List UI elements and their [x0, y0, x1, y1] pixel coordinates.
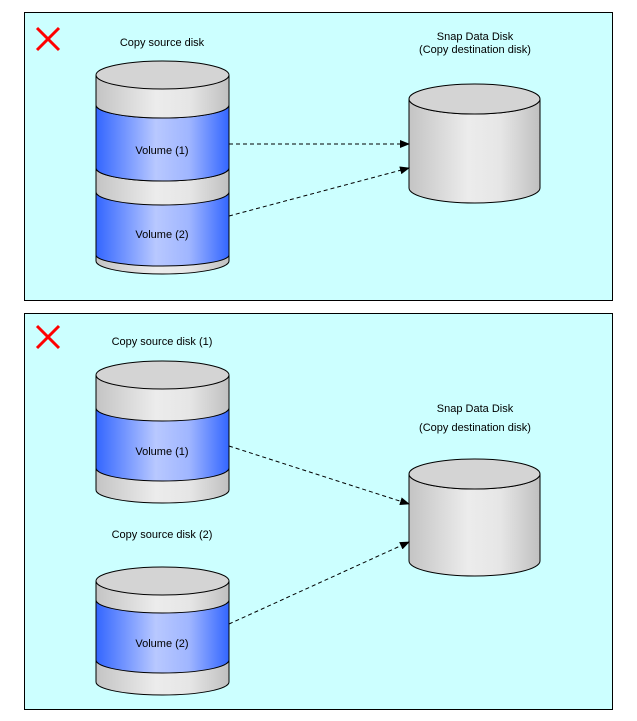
cross-icon [35, 26, 61, 52]
destination-disk-subtitle: (Copy destination disk) [419, 44, 531, 56]
volume-label: Volume (2) [135, 229, 188, 241]
source-disk-1-label: Copy source disk (1) [112, 336, 213, 348]
volume-label: Volume (1) [135, 446, 188, 458]
cross-icon [35, 324, 61, 350]
copy-arrow-volume-1 [228, 445, 410, 506]
destination-disk-subtitle: (Copy destination disk) [419, 422, 531, 434]
volume-1-band [95, 407, 230, 482]
copy-arrow-volume-2 [228, 166, 410, 217]
disk-top [408, 83, 541, 115]
destination-disk-cylinder [408, 83, 541, 204]
disk-top [95, 566, 230, 596]
disk-top [408, 458, 541, 490]
source-disk-label: Copy source disk [120, 37, 205, 49]
source-disk-2-cylinder: Volume (2) [95, 566, 230, 696]
source-disk-cylinder: Volume (1) Volume (2) [95, 60, 230, 275]
disk-body [408, 98, 541, 204]
source-disk-2-label: Copy source disk (2) [112, 529, 213, 541]
copy-arrow-volume-2 [228, 541, 410, 625]
disk-top [95, 60, 230, 90]
disk-top [95, 360, 230, 390]
destination-disk-title: Snap Data Disk [437, 403, 514, 415]
volume-label: Volume (1) [135, 145, 188, 157]
destination-disk-title: Snap Data Disk [437, 31, 514, 43]
volume-label: Volume (2) [135, 638, 188, 650]
destination-disk-cylinder [408, 458, 541, 577]
volume-2-band [95, 599, 230, 674]
source-disk-1-cylinder: Volume (1) [95, 360, 230, 504]
